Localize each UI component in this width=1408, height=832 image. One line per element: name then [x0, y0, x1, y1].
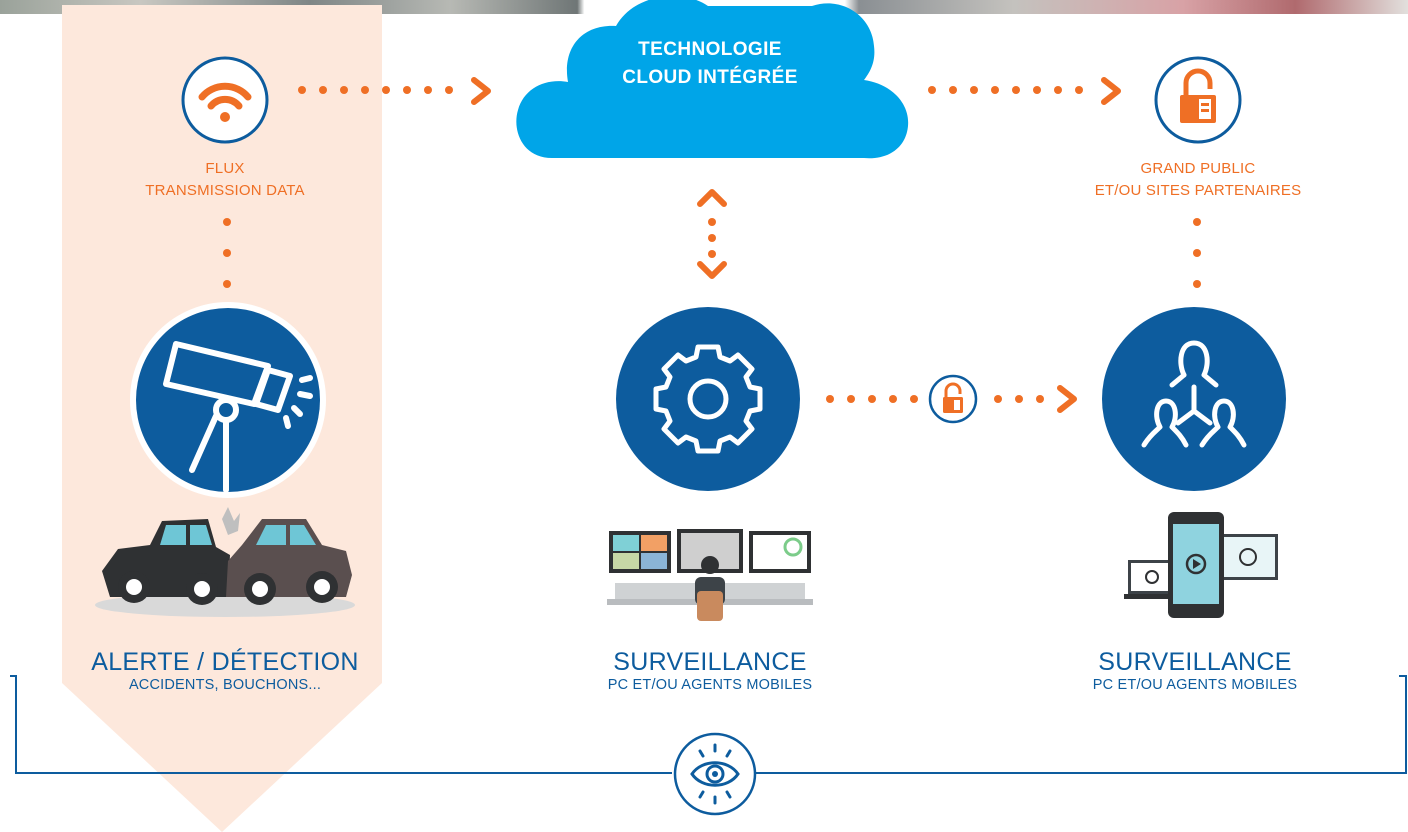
wifi-icon [181, 56, 269, 144]
devices-illustration [1124, 512, 1278, 618]
connector-gear-lock [826, 395, 931, 403]
arrow-cloud-to-public [928, 86, 1096, 94]
surveillance-title-1: SURVEILLANCE [613, 648, 807, 676]
alert-title: ALERTE / DÉTECTION [91, 648, 359, 676]
gear-icon [616, 307, 800, 491]
cloud-label-line2: CLOUD INTÉGRÉE [622, 67, 798, 88]
surveillance-title-2: SURVEILLANCE [1098, 648, 1292, 676]
operator-monitors-illustration [607, 529, 813, 621]
chevron-right-icon [471, 77, 491, 105]
lock-icon [1154, 56, 1242, 144]
flux-label-line1: FLUX [205, 160, 245, 177]
bidirectional-arrow [697, 189, 727, 279]
eye-icon [673, 732, 757, 816]
connector-public-network [1193, 218, 1201, 311]
public-label: GRAND PUBLIC ET/OU SITES PARTENAIRES [1068, 158, 1328, 202]
camera-icon [130, 302, 326, 498]
chevron-right-icon [1101, 77, 1121, 105]
surveillance-subtitle-2: PC ET/OU AGENTS MOBILES [1092, 677, 1298, 693]
arrow-flux-to-cloud [298, 86, 466, 94]
cloud-label: TECHNOLOGIE CLOUD INTÉGRÉE [560, 36, 860, 92]
connector-lock-network [994, 395, 1057, 403]
crashed-cars-illustration [95, 507, 355, 617]
public-label-line1: GRAND PUBLIC [1140, 160, 1256, 177]
cloud-label-line1: TECHNOLOGIE [638, 39, 782, 60]
flux-label-line2: TRANSMISSION DATA [145, 182, 305, 199]
connector-flux-camera [223, 218, 231, 311]
network-people-icon [1102, 307, 1286, 491]
chevron-right-icon [1057, 385, 1077, 413]
public-label-line2: ET/OU SITES PARTENAIRES [1094, 182, 1302, 199]
flux-label: FLUX TRANSMISSION DATA [100, 158, 350, 202]
alert-subtitle: ACCIDENTS, BOUCHONS... [128, 677, 322, 693]
surveillance-subtitle-1: PC ET/OU AGENTS MOBILES [607, 677, 813, 693]
small-lock-icon [928, 374, 978, 424]
cloud-shape [516, 0, 909, 159]
